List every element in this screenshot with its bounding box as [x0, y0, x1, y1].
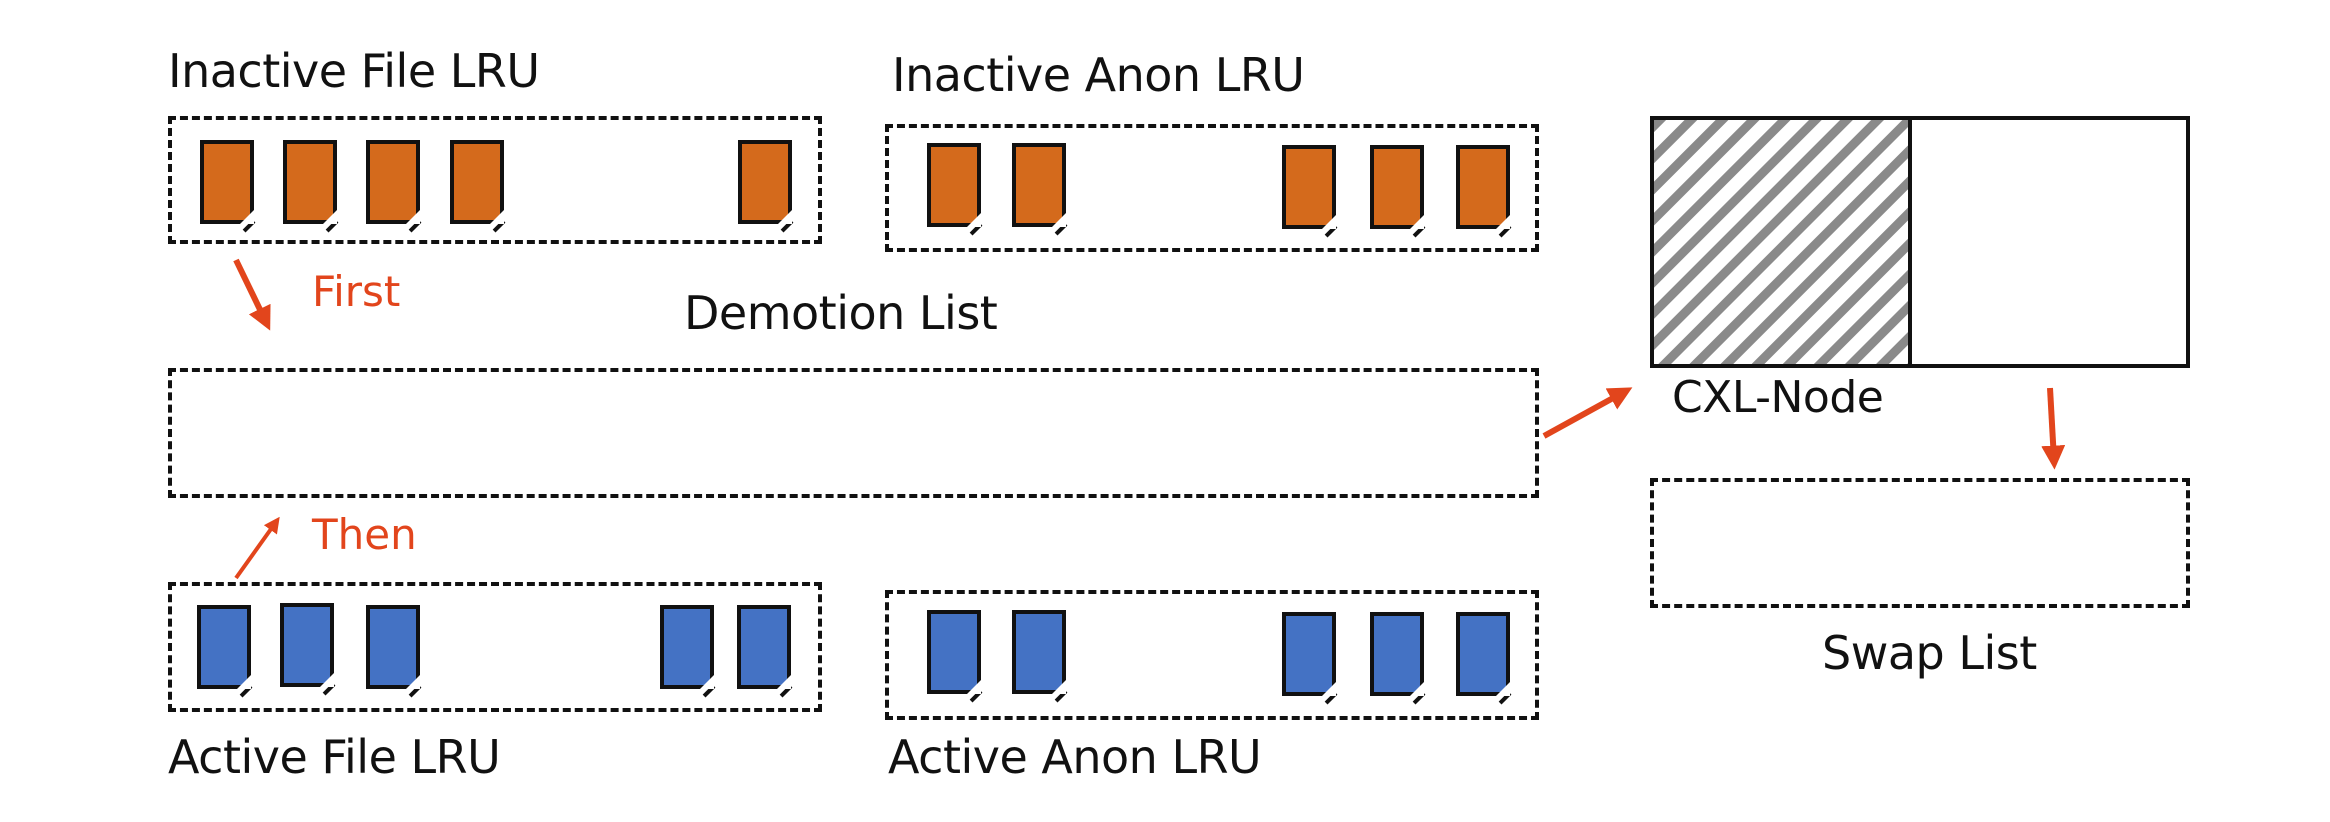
inactive-anon-page	[1370, 145, 1424, 229]
demotion-list-box	[168, 368, 1539, 498]
to-cxl-arrow	[1542, 387, 1633, 439]
inactive-anon-lru-label: Inactive Anon LRU	[892, 48, 1305, 102]
inactive-anon-page	[1012, 143, 1066, 227]
inactive-file-page	[450, 140, 504, 224]
inactive-file-page	[738, 140, 792, 224]
active-file-page	[660, 605, 714, 689]
cxl-node-block	[1650, 116, 2190, 368]
cxl-node-label: CXL-Node	[1672, 372, 1884, 423]
first-arrow	[233, 258, 271, 331]
inactive-anon-page	[1282, 145, 1336, 229]
inactive-anon-page	[927, 143, 981, 227]
active-file-lru-box	[168, 582, 822, 712]
inactive-file-page	[366, 140, 420, 224]
active-anon-page	[1012, 610, 1066, 694]
cxl-node-free-region	[1908, 116, 2190, 368]
active-file-page	[737, 605, 791, 689]
cxl-node-used-region	[1650, 116, 1912, 368]
inactive-file-page	[200, 140, 254, 224]
active-anon-lru-label: Active Anon LRU	[888, 730, 1262, 784]
active-anon-page	[1370, 612, 1424, 696]
active-anon-lru-box	[885, 590, 1539, 720]
swap-list-box	[1650, 478, 2190, 608]
inactive-anon-page	[1456, 145, 1510, 229]
inactive-file-lru-box	[168, 116, 822, 244]
then-label: Then	[312, 510, 417, 559]
inactive-file-lru-label: Inactive File LRU	[168, 44, 540, 98]
active-anon-page	[927, 610, 981, 694]
active-file-page	[280, 603, 334, 687]
first-label: First	[312, 267, 401, 316]
inactive-anon-lru-box	[885, 124, 1539, 252]
active-file-page	[197, 605, 251, 689]
active-anon-page	[1456, 612, 1510, 696]
to-swap-arrow	[2041, 387, 2066, 470]
swap-list-label: Swap List	[1822, 626, 2037, 680]
then-arrow	[234, 516, 280, 580]
demotion-list-label: Demotion List	[684, 286, 998, 340]
active-file-lru-label: Active File LRU	[168, 730, 501, 784]
inactive-file-page	[283, 140, 337, 224]
active-anon-page	[1282, 612, 1336, 696]
active-file-page	[366, 605, 420, 689]
